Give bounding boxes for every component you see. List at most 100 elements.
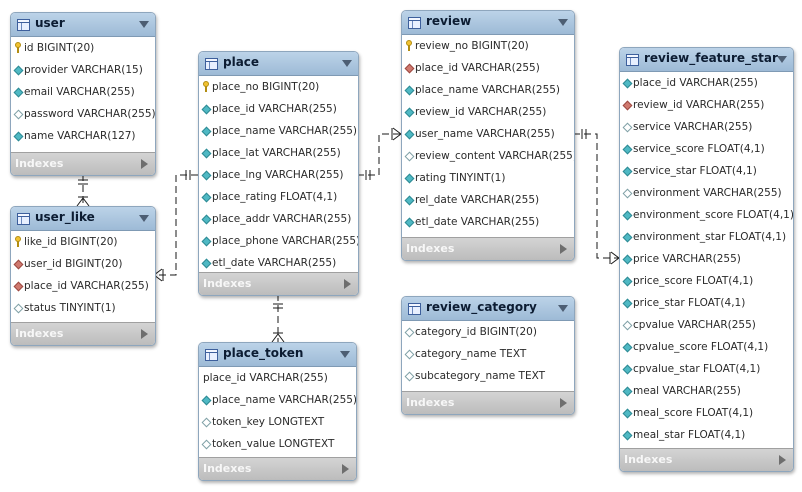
column-row[interactable]: place_id VARCHAR(255) bbox=[402, 57, 574, 79]
column-row[interactable]: status TINYINT(1) bbox=[11, 297, 155, 319]
column-row[interactable]: token_key LONGTEXT bbox=[199, 411, 356, 433]
collapse-arrow-icon[interactable] bbox=[558, 305, 568, 312]
indexes-section[interactable]: Indexes bbox=[199, 457, 356, 480]
column-row[interactable]: place_rating FLOAT(4,1) bbox=[199, 186, 358, 208]
column-label: rel_date VARCHAR(255) bbox=[415, 194, 540, 206]
column-icon bbox=[201, 395, 212, 406]
column-label: place_rating FLOAT(4,1) bbox=[212, 191, 338, 203]
column-row[interactable]: meal_score FLOAT(4,1) bbox=[620, 402, 793, 424]
column-row[interactable]: place_phone VARCHAR(255) bbox=[199, 230, 358, 252]
column-icon bbox=[201, 126, 212, 137]
column-row[interactable]: environment_star FLOAT(4,1) bbox=[620, 226, 793, 248]
expand-arrow-icon[interactable] bbox=[141, 159, 148, 169]
table-header[interactable]: user_like bbox=[11, 207, 155, 231]
column-row[interactable]: review_id VARCHAR(255) bbox=[620, 94, 793, 116]
column-row[interactable]: place_id VARCHAR(255) bbox=[199, 98, 358, 120]
column-row[interactable]: email VARCHAR(255) bbox=[11, 81, 155, 103]
column-row[interactable]: price_star FLOAT(4,1) bbox=[620, 292, 793, 314]
column-row[interactable]: password VARCHAR(255) bbox=[11, 103, 155, 125]
table-header[interactable]: user bbox=[11, 13, 155, 37]
column-row[interactable]: service VARCHAR(255) bbox=[620, 116, 793, 138]
collapse-arrow-icon[interactable] bbox=[342, 60, 352, 67]
column-row[interactable]: name VARCHAR(127) bbox=[11, 125, 155, 147]
expand-arrow-icon[interactable] bbox=[141, 329, 148, 339]
collapse-arrow-icon[interactable] bbox=[558, 19, 568, 26]
column-row[interactable]: meal_star FLOAT(4,1) bbox=[620, 424, 793, 446]
column-row[interactable]: place_name VARCHAR(255) bbox=[199, 389, 356, 411]
column-row[interactable]: cpvalue VARCHAR(255) bbox=[620, 314, 793, 336]
column-row[interactable]: place_addr VARCHAR(255) bbox=[199, 208, 358, 230]
table-header[interactable]: review_category bbox=[402, 297, 574, 321]
column-row[interactable]: user_id BIGINT(20) bbox=[11, 253, 155, 275]
column-row[interactable]: place_lng VARCHAR(255) bbox=[199, 164, 358, 186]
column-row[interactable]: service_score FLOAT(4,1) bbox=[620, 138, 793, 160]
indexes-section[interactable]: Indexes bbox=[620, 448, 793, 471]
column-row[interactable]: rating TINYINT(1) bbox=[402, 167, 574, 189]
column-row[interactable]: place_no BIGINT(20) bbox=[199, 76, 358, 98]
column-label: review_content VARCHAR(255) bbox=[415, 150, 575, 162]
column-row[interactable]: cpvalue_star FLOAT(4,1) bbox=[620, 358, 793, 380]
collapse-arrow-icon[interactable] bbox=[139, 21, 149, 28]
collapse-arrow-icon[interactable] bbox=[340, 351, 350, 358]
table-header[interactable]: place bbox=[199, 52, 358, 76]
column-row[interactable]: price VARCHAR(255) bbox=[620, 248, 793, 270]
indexes-section[interactable]: Indexes bbox=[11, 152, 155, 175]
table-review[interactable]: review review_no BIGINT(20)place_id VARCH… bbox=[401, 10, 575, 261]
expand-arrow-icon[interactable] bbox=[344, 279, 351, 289]
column-label: meal VARCHAR(255) bbox=[633, 385, 741, 397]
column-row[interactable]: meal VARCHAR(255) bbox=[620, 380, 793, 402]
column-icon bbox=[13, 131, 24, 142]
expand-arrow-icon[interactable] bbox=[560, 398, 567, 408]
foreign-key-icon bbox=[622, 100, 633, 111]
indexes-section[interactable]: Indexes bbox=[402, 237, 574, 260]
column-row[interactable]: subcategory_name TEXT bbox=[402, 365, 574, 387]
table-header[interactable]: review bbox=[402, 11, 574, 35]
column-row[interactable]: provider VARCHAR(15) bbox=[11, 59, 155, 81]
column-row[interactable]: place_name VARCHAR(255) bbox=[402, 79, 574, 101]
table-header[interactable]: place_token bbox=[199, 343, 356, 367]
column-row[interactable]: category_id BIGINT(20) bbox=[402, 321, 574, 343]
column-row[interactable]: place_name VARCHAR(255) bbox=[199, 120, 358, 142]
column-row[interactable]: place_lat VARCHAR(255) bbox=[199, 142, 358, 164]
column-label: place_name VARCHAR(255) bbox=[212, 125, 358, 137]
column-row[interactable]: place_id VARCHAR(255) bbox=[199, 367, 356, 389]
column-row[interactable]: token_value LONGTEXT bbox=[199, 433, 356, 455]
column-row[interactable]: review_id VARCHAR(255) bbox=[402, 101, 574, 123]
column-row[interactable]: service_star FLOAT(4,1) bbox=[620, 160, 793, 182]
column-row[interactable]: like_id BIGINT(20) bbox=[11, 231, 155, 253]
column-row[interactable]: rel_date VARCHAR(255) bbox=[402, 189, 574, 211]
indexes-section[interactable]: Indexes bbox=[199, 272, 358, 295]
column-row[interactable]: user_name VARCHAR(255) bbox=[402, 123, 574, 145]
column-row[interactable]: review_content VARCHAR(255) bbox=[402, 145, 574, 167]
column-row[interactable]: id BIGINT(20) bbox=[11, 37, 155, 59]
column-row[interactable]: environment VARCHAR(255) bbox=[620, 182, 793, 204]
column-row[interactable]: environment_score FLOAT(4,1) bbox=[620, 204, 793, 226]
relationship-line bbox=[154, 174, 198, 276]
indexes-section[interactable]: Indexes bbox=[11, 322, 155, 345]
collapse-arrow-icon[interactable] bbox=[139, 215, 149, 222]
expand-arrow-icon[interactable] bbox=[342, 464, 349, 474]
column-row[interactable]: price_score FLOAT(4,1) bbox=[620, 270, 793, 292]
indexes-label: Indexes bbox=[15, 327, 64, 340]
table-header[interactable]: review_feature_star bbox=[620, 48, 793, 72]
collapse-arrow-icon[interactable] bbox=[777, 56, 787, 63]
column-label: subcategory_name TEXT bbox=[415, 370, 546, 382]
column-row[interactable]: etl_date VARCHAR(255) bbox=[199, 252, 358, 274]
expand-arrow-icon[interactable] bbox=[779, 455, 786, 465]
column-row[interactable]: place_id VARCHAR(255) bbox=[11, 275, 155, 297]
column-row[interactable]: etl_date VARCHAR(255) bbox=[402, 211, 574, 233]
column-row[interactable]: place_id VARCHAR(255) bbox=[620, 72, 793, 94]
indexes-section[interactable]: Indexes bbox=[402, 391, 574, 414]
column-row[interactable]: category_name TEXT bbox=[402, 343, 574, 365]
expand-arrow-icon[interactable] bbox=[560, 244, 567, 254]
column-label: environment VARCHAR(255) bbox=[633, 187, 782, 199]
column-row[interactable]: review_no BIGINT(20) bbox=[402, 35, 574, 57]
table-title: review bbox=[426, 14, 472, 28]
column-row[interactable]: cpvalue_score FLOAT(4,1) bbox=[620, 336, 793, 358]
